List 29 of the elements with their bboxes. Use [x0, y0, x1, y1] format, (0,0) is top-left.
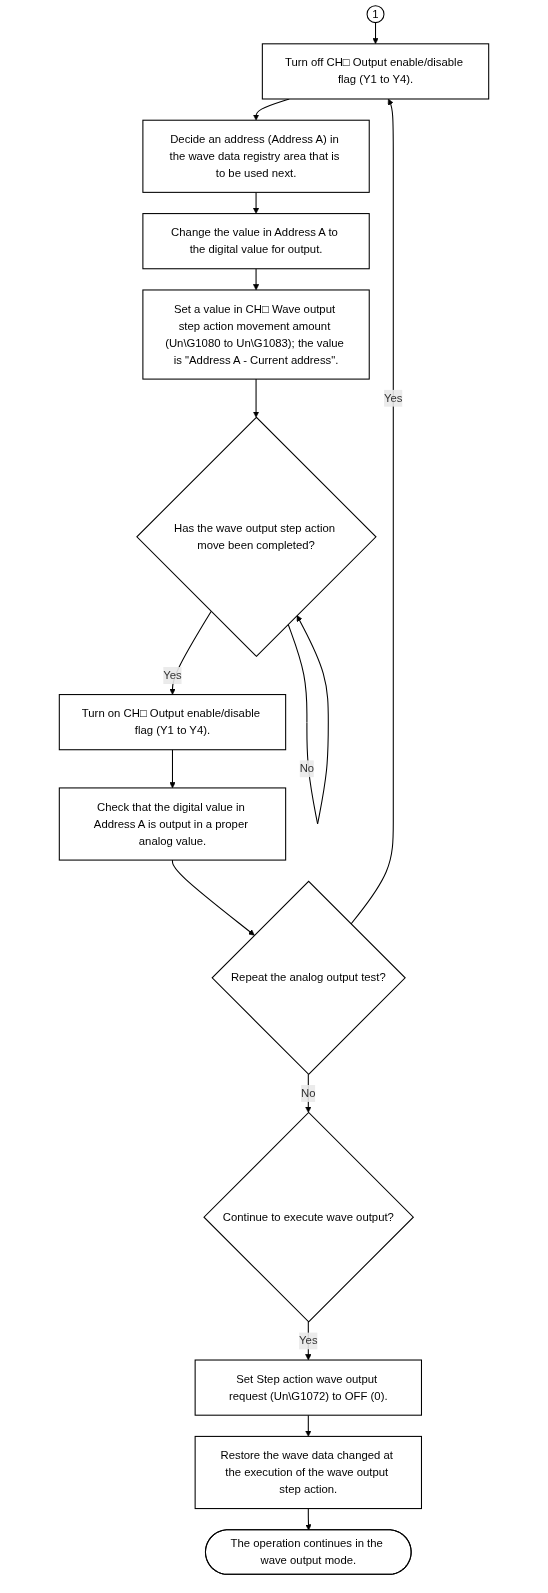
arrow: [287, 615, 329, 825]
node-box: Set Step action wave output request (Un\G1072) to OFF (0).: [194, 1359, 422, 1416]
edge-label: Yes: [384, 391, 403, 404]
node-box: Turn off CH□ Output enable/disable flag (Y1 to Y4).: [261, 43, 490, 100]
arrow: [305, 1508, 312, 1531]
arrow: [169, 749, 176, 789]
edge-label: No: [301, 1087, 316, 1100]
node-box: Turn on CH□ Output enable/disable flag (Y1 to Y4).: [58, 694, 287, 751]
node-diamond: Repeat the analog output test?: [211, 880, 406, 1076]
node-diamond: Continue to execute wave output?: [203, 1111, 415, 1323]
arrow: [252, 378, 260, 418]
node-box: Restore the wave data changed at the execution of the wave output step action.: [194, 1435, 422, 1510]
arrow: [171, 859, 255, 936]
arrow: [372, 22, 379, 45]
arrow: [350, 98, 394, 925]
arrow: [169, 610, 212, 695]
node-circle: 1: [366, 5, 385, 24]
arrow: [305, 1321, 312, 1361]
arrow: [252, 268, 260, 291]
arrow: [305, 1414, 312, 1437]
edge-label: No: [299, 762, 315, 775]
node-box: Change the value in Address A to the digital value for output.: [142, 213, 370, 270]
node-box: Set a value in CH□ Wave output step action movement amount (Un\G1080 to Un\G1083); the value is "Address A - Current address".: [142, 289, 370, 380]
node-box: Check that the digital value in Address A is output in a proper analog value.: [58, 787, 287, 861]
node-box: Decide an address (Address A) in the wave data registry area that is to be used next.: [142, 119, 370, 193]
node-diamond: Has the wave output step action move been completed?: [136, 416, 377, 658]
edge-label: Yes: [299, 1334, 318, 1347]
edge-label: Yes: [163, 669, 182, 682]
arrow: [252, 191, 260, 214]
